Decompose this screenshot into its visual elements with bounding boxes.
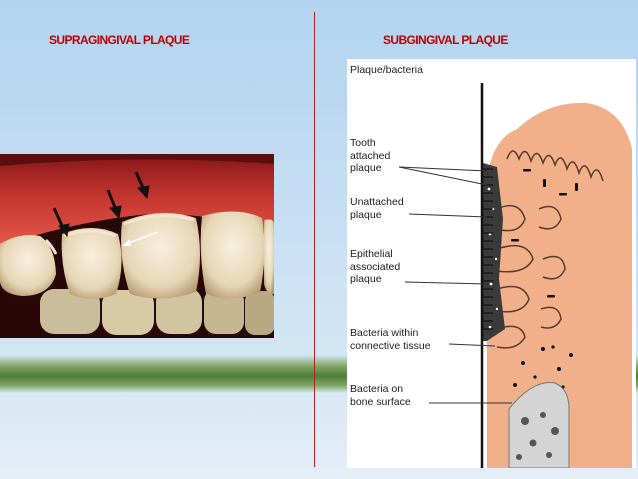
supragingival-heading: SUPRAGINGIVAL PLAQUE	[49, 33, 190, 47]
supragingival-plaque-photo	[0, 154, 274, 338]
tooth-attached-plaque-label: Tooth attached plaque	[350, 137, 391, 174]
black-arrows	[52, 171, 150, 238]
subgingival-heading: SUBGINGIVAL PLAQUE	[383, 33, 508, 47]
bacteria-connective-tissue-label: Bacteria within connective tissue	[350, 327, 431, 352]
bacteria-bone-surface-label: Bacteria on bone surface	[350, 383, 411, 408]
subgingival-plaque-diagram: Plaque/bacteria Tooth attached plaque Un…	[347, 59, 636, 468]
plaque-bacteria-label: Plaque/bacteria	[350, 64, 423, 76]
unattached-plaque-label: Unattached plaque	[350, 196, 404, 221]
vertical-divider	[314, 12, 315, 467]
epithelial-associated-plaque-label: Epithelial associated plaque	[350, 248, 401, 285]
